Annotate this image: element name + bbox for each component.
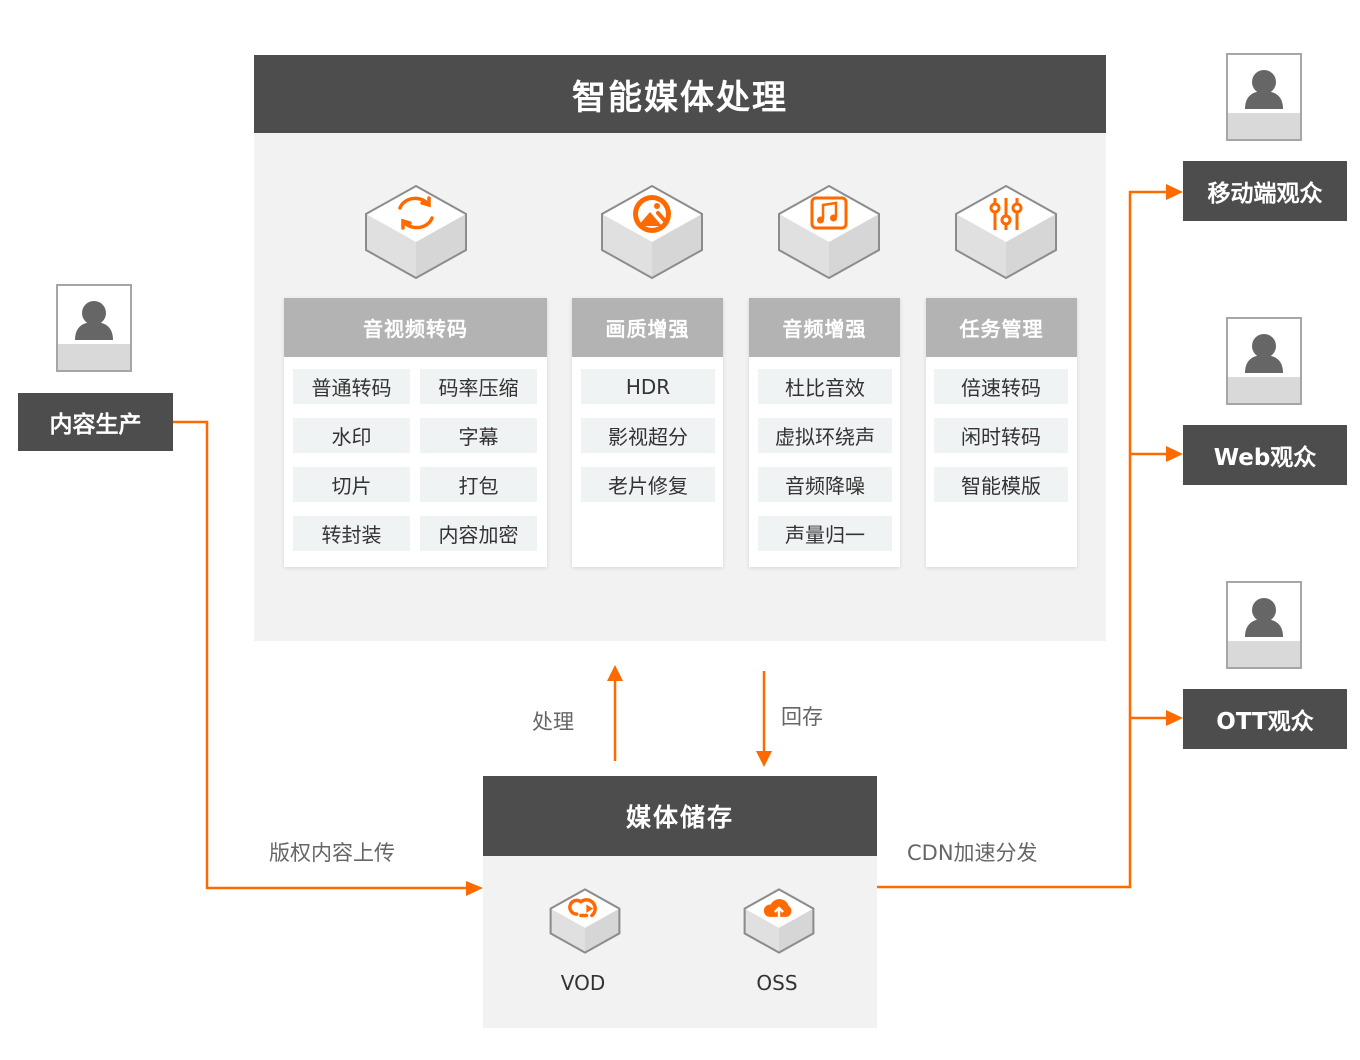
module-card-image-enhance: 画质增强 HDR 影视超分 老片修复 — [572, 298, 723, 567]
service-name: OSS — [756, 971, 798, 995]
web-audience-user-icon — [1226, 317, 1302, 405]
upload-flow-label: 版权内容上传 — [269, 841, 395, 865]
processing-title: 智能媒体处理 — [254, 55, 1106, 133]
feature-chip[interactable]: 声量归一 — [758, 516, 892, 551]
store-back-arrow-head — [756, 751, 772, 767]
module-card-transcode: 音视频转码 普通转码 码率压缩 水印 字幕 切片 打包 转封装 内容加密 — [284, 298, 547, 567]
feature-chip[interactable]: 切片 — [293, 467, 410, 502]
web-arrow-head — [1166, 446, 1183, 462]
module-card-audio-enhance: 音频增强 杜比音效 虚拟环绕声 音频降噪 声量归一 — [749, 298, 900, 567]
sliders-icon — [989, 198, 1023, 230]
music-note-icon — [810, 196, 848, 230]
feature-chip[interactable]: 音频降噪 — [758, 467, 892, 502]
mobile-arrow-head — [1166, 184, 1183, 200]
task-manage-module-icon — [955, 184, 1057, 280]
feature-chip[interactable]: 打包 — [420, 467, 537, 502]
process-flow-label: 处理 — [532, 710, 574, 734]
service-name: VOD — [560, 971, 606, 995]
oss-service-icon — [743, 888, 815, 954]
producer-user-icon — [56, 284, 132, 372]
feature-chip[interactable]: 闲时转码 — [934, 418, 1068, 453]
feature-chip[interactable]: 水印 — [293, 418, 410, 453]
module-title: 画质增强 — [572, 298, 723, 357]
feature-chip[interactable]: 字幕 — [420, 418, 537, 453]
feature-chip[interactable]: 杜比音效 — [758, 369, 892, 404]
audience-ott: OTT观众 — [1183, 689, 1347, 749]
producer-label: 内容生产 — [18, 393, 173, 451]
feature-chip[interactable]: 转封装 — [293, 516, 410, 551]
ott-arrow-head — [1166, 710, 1183, 726]
feature-chip[interactable]: HDR — [581, 369, 715, 404]
cdn-flow-label: CDN加速分发 — [907, 841, 1038, 865]
audio-enhance-module-icon — [778, 184, 880, 280]
image-enhance-module-icon — [601, 184, 703, 280]
module-card-task-manage: 任务管理 倍速转码 闲时转码 智能模版 — [926, 298, 1077, 567]
image-icon — [633, 195, 671, 233]
vod-service-icon — [549, 888, 621, 954]
upload-arrow-head — [466, 881, 483, 896]
feature-chip[interactable]: 普通转码 — [293, 369, 410, 404]
cloud-upload-icon — [763, 899, 792, 919]
mobile-audience-user-icon — [1226, 53, 1302, 141]
refresh-icon — [398, 196, 434, 230]
transcode-module-icon — [365, 184, 467, 280]
process-arrow-head — [607, 665, 623, 681]
feature-chip[interactable]: 倍速转码 — [934, 369, 1068, 404]
feature-chip[interactable]: 智能模版 — [934, 467, 1068, 502]
cloud-play-icon — [568, 898, 597, 918]
feature-chip[interactable]: 虚拟环绕声 — [758, 418, 892, 453]
audience-web: Web观众 — [1183, 425, 1347, 485]
module-title: 音视频转码 — [284, 298, 547, 357]
module-title: 任务管理 — [926, 298, 1077, 357]
audience-mobile: 移动端观众 — [1183, 161, 1347, 221]
feature-chip[interactable]: 内容加密 — [420, 516, 537, 551]
feature-chip[interactable]: 码率压缩 — [420, 369, 537, 404]
ott-audience-user-icon — [1226, 581, 1302, 669]
feature-chip[interactable]: 影视超分 — [581, 418, 715, 453]
feature-chip[interactable]: 老片修复 — [581, 467, 715, 502]
store-back-flow-label: 回存 — [781, 705, 823, 729]
storage-title: 媒体储存 — [483, 776, 877, 856]
module-title: 音频增强 — [749, 298, 900, 357]
